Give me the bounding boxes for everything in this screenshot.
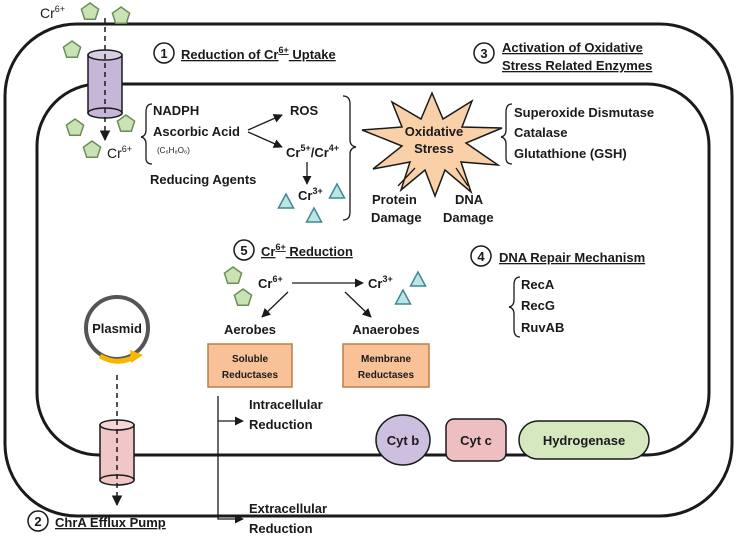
to-extracellular-arrow (217, 396, 244, 524)
anaerobes-label: Anaerobes (352, 322, 419, 337)
cr3-triangle-icon (328, 183, 346, 199)
enzymes-brace (500, 103, 513, 165)
mechanism-4-title: DNA Repair Mechanism (499, 250, 645, 265)
cr3-label-upper: Cr3+ (298, 186, 323, 203)
to-dna-damage (455, 167, 469, 187)
oxidative-stress-line2: Stress (414, 141, 454, 156)
cyt-b-protein (375, 414, 431, 466)
mechanism-4-badge (470, 245, 492, 267)
cyt-b-label: Cyt b (387, 433, 420, 448)
plasmid-arrowhead-icon (130, 350, 143, 363)
oxidative-stress-starburst (361, 91, 503, 199)
reducing-brace (140, 103, 153, 165)
arrow-to-ros (247, 114, 283, 131)
ros-label: ROS (290, 103, 319, 118)
mechanism-3-title-line1: Activation of Oxidative (502, 40, 643, 55)
cr5-cr4-label: Cr5+/Cr4+ (286, 143, 339, 160)
arrow-to-anaerobes (344, 291, 372, 318)
hydrogenase-protein (518, 420, 650, 460)
mechanism-5-number: 5 (240, 243, 247, 258)
nadph-label: NADPH (153, 103, 199, 118)
stress-brace (342, 95, 357, 221)
mechanism-3-title-line2: Stress Related Enzymes (502, 58, 652, 73)
cr6-pentagon-icon (80, 2, 100, 21)
cr6-pentagon-icon (62, 40, 82, 59)
dna-damage-label: Damage (443, 210, 494, 225)
cr6-outside-label: Cr6+ (40, 4, 65, 21)
plasmid-label: Plasmid (92, 321, 142, 336)
cr6-pentagon-icon (233, 288, 253, 307)
cr3-triangle-icon (277, 193, 295, 209)
cr3-triangle-icon (305, 207, 323, 223)
cr6-pentagon-icon (116, 114, 136, 133)
cr3-reduction-label: Cr3+ (368, 274, 393, 291)
membrane-reductases-label: Reductases (358, 370, 415, 381)
repair-reca: RecA (521, 277, 555, 292)
cr3-triangle-icon (409, 271, 427, 287)
cr6-pentagon-icon (82, 140, 102, 159)
intracellular-label: Intracellular (249, 397, 323, 412)
dna-label: DNA (455, 192, 484, 207)
soluble-label: Soluble (232, 354, 269, 365)
mechanism-2-number: 2 (34, 514, 41, 529)
cr6-reduction-label: Cr6+ (258, 274, 283, 291)
protein-label: Protein (372, 192, 417, 207)
mechanism-4-number: 4 (477, 249, 485, 264)
cr6-inside-label: Cr6+ (107, 144, 132, 161)
soluble-reductases-box (207, 343, 293, 388)
repair-recg: RecG (521, 298, 555, 313)
hydrogenase-label: Hydrogenase (543, 433, 625, 448)
mechanism-1-badge (153, 42, 175, 64)
mechanism-1-title: Reduction of Cr6+ Uptake (181, 45, 336, 62)
arrow-to-aerobes (261, 291, 289, 318)
cr6-pentagon-icon (111, 6, 131, 25)
repair-ruvab: RuvAB (521, 320, 564, 335)
ascorbic-formula: (C₆H₈O₆) (157, 146, 190, 155)
aerobes-label: Aerobes (224, 322, 276, 337)
mechanism-5-badge (233, 239, 255, 261)
mechanism-1-number: 1 (160, 46, 167, 61)
mechanism-3-number: 3 (480, 46, 487, 61)
mechanism-3-badge (473, 42, 495, 64)
enzyme-catalase: Catalase (514, 125, 567, 140)
inner-membrane (35, 82, 711, 457)
reducing-agents-label: Reducing Agents (150, 172, 256, 187)
protein-damage-label: Damage (371, 210, 422, 225)
mechanism-5-title: Cr6+ Reduction (261, 242, 353, 259)
enzyme-sod: Superoxide Dismutase (514, 105, 654, 120)
cr6-pentagon-icon (65, 118, 85, 137)
outer-membrane (3, 22, 734, 518)
cyt-c-label: Cyt c (460, 433, 492, 448)
cr3-triangle-icon (394, 289, 412, 305)
membrane-reductases-box (342, 343, 430, 388)
oxidative-stress-line1: Oxidative (405, 124, 464, 139)
soluble-reductases-label: Reductases (222, 370, 279, 381)
efflux-pump-channel (99, 419, 135, 486)
arrow-to-cr5 (247, 131, 283, 148)
extracellular-label: Extracellular (249, 501, 327, 516)
membrane-label: Membrane (361, 354, 411, 365)
extracellular-reduction-label: Reduction (249, 521, 313, 536)
ascorbic-acid-label: Ascorbic Acid (153, 124, 240, 139)
cyt-c-protein (445, 418, 507, 462)
enzyme-glutathione: Glutathione (GSH) (514, 146, 627, 161)
intracellular-reduction-label: Reduction (249, 417, 313, 432)
mechanism-2-title: ChrA Efflux Pump (55, 515, 166, 530)
repair-brace (508, 276, 521, 338)
mechanism-2-badge (27, 510, 49, 532)
cr6-pentagon-icon (223, 266, 243, 285)
to-protein-damage (397, 167, 416, 187)
